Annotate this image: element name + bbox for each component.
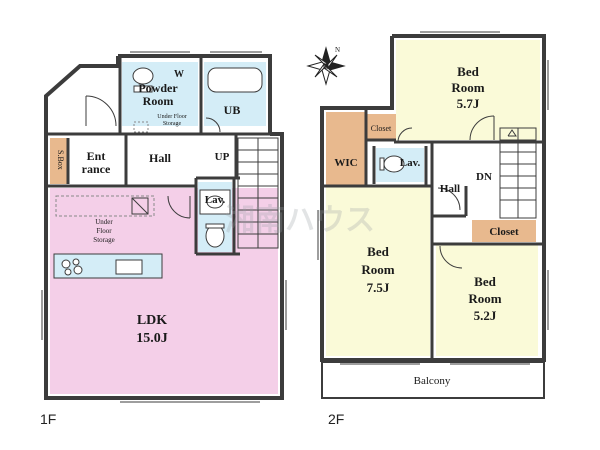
closet-right-fill: [472, 220, 536, 242]
bed-left-size: 7.5J: [367, 280, 390, 295]
floor-1: Powder Room W Under Floor Storage UB Ent…: [40, 51, 287, 427]
toilet-icon: [205, 223, 225, 248]
hall-1f-label: Hall: [149, 151, 172, 165]
sink-icon: [199, 189, 231, 215]
bed-top-label-1: Bed: [457, 64, 479, 79]
balcony-outline: [321, 361, 545, 399]
kitchen-counter: [53, 253, 163, 279]
bed-left-label-2: Room: [361, 262, 394, 277]
lav-1f-label: Lav.: [205, 194, 226, 206]
ldk-size: 15.0J: [136, 331, 168, 346]
stairs-2f: [499, 127, 537, 219]
powder-w-label: W: [174, 69, 184, 80]
bed-right-size: 5.2J: [474, 308, 497, 323]
wall-2f-outer: [320, 34, 546, 362]
kitchen-storage-label-3: Storage: [93, 236, 114, 244]
ub-label: UB: [224, 103, 241, 117]
closet-top-fill: [366, 114, 396, 140]
up-label: UP: [215, 151, 230, 163]
svg-text:N: N: [335, 46, 340, 54]
closet-right-label: Closet: [489, 226, 519, 238]
floor-2: Bed Room 5.7J Closet WIC Lav. Hall DN Cl…: [317, 31, 549, 427]
powder-room-label-2: Room: [143, 94, 174, 108]
powder-room-label-1: Powder: [138, 81, 178, 95]
bed-right-label-1: Bed: [474, 274, 496, 289]
entrance-label-2: rance: [82, 162, 111, 176]
powder-storage-label-1: Under Floor: [157, 114, 187, 120]
floor-2-label: 2F: [328, 411, 344, 427]
wic-fill: [326, 112, 366, 186]
closet-top-label: Closet: [371, 124, 392, 133]
lav-2f-label: Lav.: [400, 157, 421, 169]
wall-1f-entrance: [44, 56, 284, 400]
bed-left-label-1: Bed: [367, 244, 389, 259]
balcony-label: Balcony: [414, 375, 451, 387]
kitchen-storage-label-2: Floor: [96, 227, 112, 235]
floor-1-label: 1F: [40, 411, 56, 427]
toilet-icon: [132, 67, 154, 93]
bed-right-label-2: Room: [468, 291, 501, 306]
bed-top-label-2: Room: [451, 80, 484, 95]
bed-top-size: 5.7J: [457, 96, 480, 111]
wall-1f-outer: [118, 54, 272, 134]
bed-left-fill: [326, 186, 430, 356]
dn-label: DN: [476, 171, 492, 183]
watermark: 湘南ハウス: [225, 203, 375, 238]
bed-right-fill: [436, 244, 538, 356]
stairs-1f: [237, 137, 279, 249]
sbox-fill: [50, 138, 68, 184]
stove-icon: [61, 258, 83, 276]
ldk-label: LDK: [137, 313, 167, 328]
sbox-label: S.Box: [56, 150, 65, 170]
compass-icon: N: [306, 46, 346, 86]
entrance-label-1: Ent: [87, 149, 106, 163]
hall-2f-label: Hall: [440, 183, 460, 195]
toilet-icon: [379, 155, 405, 173]
bathtub-icon: [207, 67, 263, 93]
wic-label: WIC: [334, 157, 357, 169]
kitchen-storage-label-1: Under: [95, 218, 113, 226]
powder-storage-label-2: Storage: [163, 121, 182, 127]
bed-top-fill: [396, 40, 540, 140]
